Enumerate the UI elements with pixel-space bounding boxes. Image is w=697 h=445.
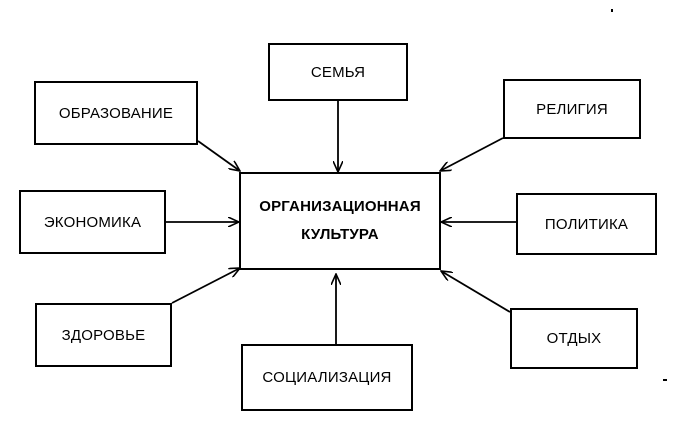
node-education: ОБРАЗОВАНИЕ: [34, 81, 198, 145]
node-religion-label: РЕЛИГИЯ: [536, 100, 608, 118]
node-socialization-label: СОЦИАЛИЗАЦИЯ: [262, 369, 392, 386]
node-leisure: ОТДЫХ: [510, 308, 638, 369]
node-economy: ЭКОНОМИКА: [19, 190, 166, 254]
node-socialization: СОЦИАЛИЗАЦИЯ: [241, 344, 413, 411]
node-politics-label: ПОЛИТИКА: [544, 215, 629, 233]
center-title-line2: КУЛЬТУРА: [301, 226, 379, 243]
node-politics: ПОЛИТИКА: [516, 193, 657, 255]
arrow-leisure: [441, 271, 511, 313]
node-leisure-label: ОТДЫХ: [546, 330, 602, 347]
scan-speck: [611, 9, 613, 12]
node-education-label: ОБРАЗОВАНИЕ: [58, 104, 174, 122]
arrow-health: [171, 268, 240, 304]
arrow-education: [197, 140, 240, 171]
node-family-label: СЕМЬЯ: [310, 63, 366, 81]
node-economy-label: ЭКОНОМИКА: [43, 213, 142, 231]
node-health-label: ЗДОРОВЬЕ: [61, 326, 146, 344]
scan-speck: [663, 379, 667, 381]
node-family: СЕМЬЯ: [268, 43, 408, 101]
node-religion: РЕЛИГИЯ: [503, 79, 641, 139]
center-node-organizational-culture: ОРГАНИЗАЦИОННАЯ КУЛЬТУРА: [239, 172, 441, 270]
node-health: ЗДОРОВЬЕ: [35, 303, 172, 367]
center-title-line1: ОРГАНИЗАЦИОННАЯ: [259, 198, 421, 215]
arrow-religion: [440, 137, 504, 171]
